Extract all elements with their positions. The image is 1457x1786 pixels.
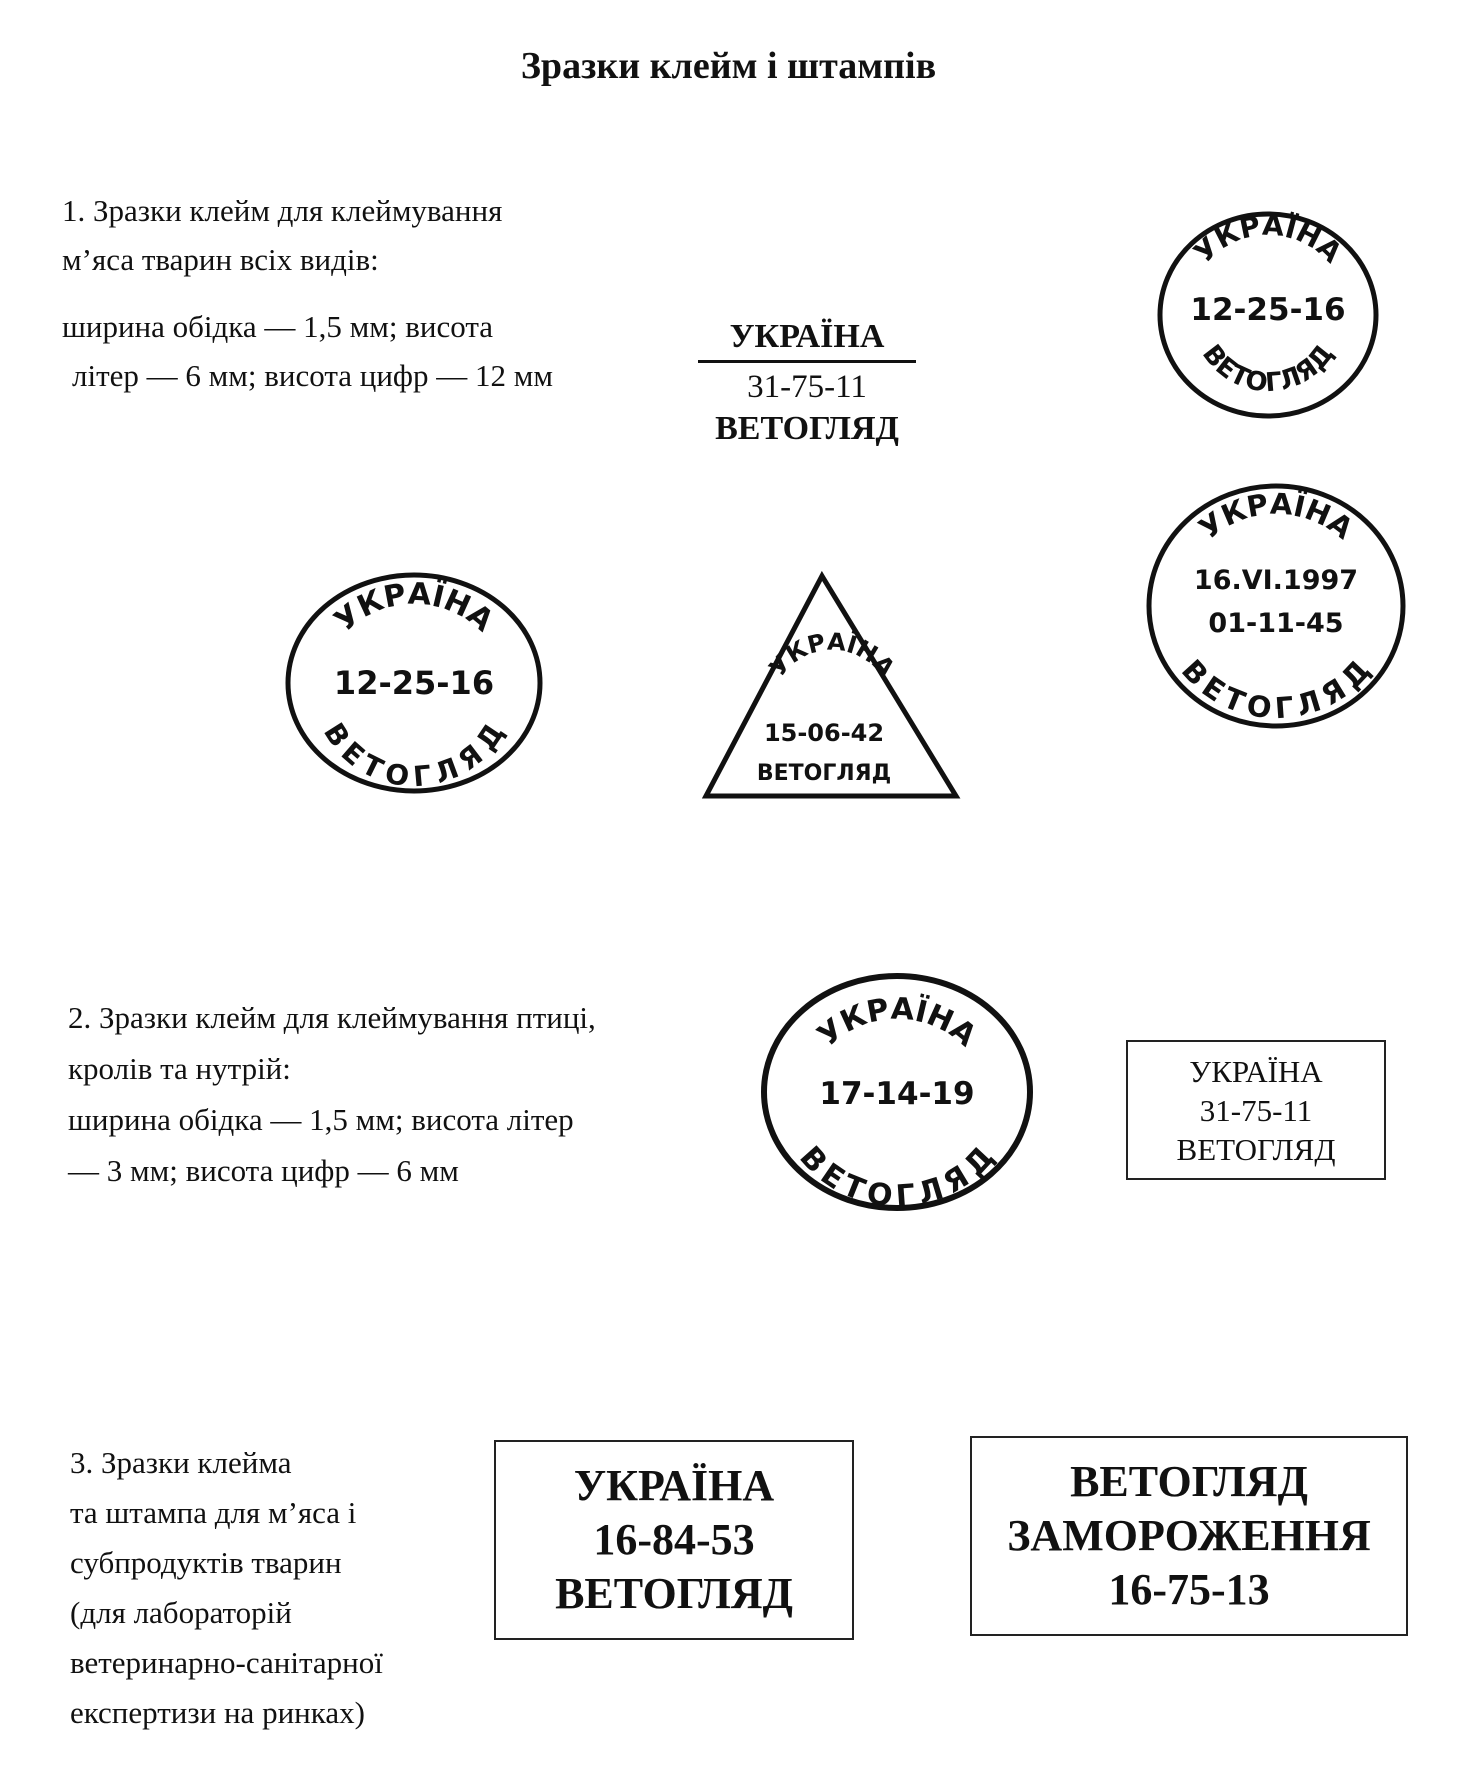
round-stamp-top-right: УКРАЇНА 12-25-16 ВЕТОГЛЯД [1157,209,1379,419]
section2-line: — 3 мм; висота цифр — 6 мм [68,1153,459,1188]
section3-line: експертизи на ринках) [70,1695,365,1730]
round-stamp-poultry: УКРАЇНА 17-14-19 ВЕТОГЛЯД [761,973,1033,1215]
section3-line: та штампа для м’яса і [70,1495,357,1530]
section1-spec-line: ширина обідка — 1,5 мм; висота [62,309,494,344]
stamp-border [1157,211,1379,419]
section1-heading-line: 1. Зразки клейм для клеймування [62,193,503,228]
section2-line: кролів та нутрій: [68,1051,291,1086]
stamp-arc-bottom: ВЕТОГЛЯД [1196,339,1340,399]
triangle-stamp: УКРАЇНА 15-06-42 ВЕТОГЛЯД [701,570,961,799]
fraction-bottom: ВЕТОГЛЯД [715,410,899,447]
rect-stamp-line: ВЕТОГЛЯД [555,1569,793,1618]
stamp-date: 16.VI.1997 [1194,565,1358,596]
stamp-arc-top: УКРАЇНА [811,992,983,1055]
stamp-border [1146,483,1406,729]
round-stamp-date: УКРАЇНА 16.VI.1997 01-11-45 ВЕТОГЛЯД [1146,483,1406,729]
rect-stamp-line: 16-84-53 [593,1515,755,1564]
stamp-border [285,572,543,794]
rect-stamp-frozen: ВЕТОГЛЯД ЗАМОРОЖЕННЯ 16-75-13 [970,1436,1408,1636]
section1-spec: ширина обідка — 1,5 мм; висота літер — 6… [62,302,553,400]
stamp-arc-bottom: ВЕТОГЛЯД [792,1140,1001,1215]
stamp-arc-top: УКРАЇНА [1187,209,1348,270]
section3-line: (для лабораторій [70,1595,292,1630]
fraction-top: УКРАЇНА [729,318,885,355]
rect-stamp-line: ЗАМОРОЖЕННЯ [1007,1511,1371,1560]
rect-stamp-line: 16-75-13 [1108,1565,1270,1614]
rect-stamp-poultry: УКРАЇНА 31-75-11 ВЕТОГЛЯД [1126,1040,1386,1180]
stamp-number: 01-11-45 [1208,608,1343,639]
section3-text: 3. Зразки клейма та штампа для м’яса і с… [70,1438,383,1738]
section1-spec-line: літер — 6 мм; висота цифр — 12 мм [72,358,553,393]
fraction-bar [698,360,916,363]
section3-line: ветеринарно-санітарної [70,1645,383,1680]
stamp-border [761,973,1033,1211]
fraction-stamp: УКРАЇНА 31-75-11 ВЕТОГЛЯД [698,318,916,448]
section1-heading: 1. Зразки клейм для клеймування м’яса тв… [62,186,502,284]
fraction-mid: 31-75-11 [747,369,867,405]
rect-stamp-meat: УКРАЇНА 16-84-53 ВЕТОГЛЯД [494,1440,854,1640]
stamp-number: 15-06-42 [764,719,884,747]
rect-stamp-line: УКРАЇНА [1189,1053,1323,1089]
stamp-arc-top: УКРАЇНА [1192,487,1359,546]
rect-stamp-line: УКРАЇНА [573,1461,775,1510]
stamp-arc-bottom: ВЕТОГЛЯД [317,717,511,793]
section3-line: субпродуктів тварин [70,1545,342,1580]
stamp-number: 12-25-16 [1190,292,1345,328]
oval-stamp-left: УКРАЇНА 12-25-16 ВЕТОГЛЯД [285,572,543,794]
section2-text: 2. Зразки клейм для клеймування птиці, к… [68,992,596,1196]
section2-line: 2. Зразки клейм для клеймування птиці, [68,1000,596,1035]
stamp-number: 17-14-19 [819,1076,974,1112]
stamp-arc-top: УКРАЇНА [764,628,901,683]
stamp-bottom: ВЕТОГЛЯД [757,761,891,786]
section2-line: ширина обідка — 1,5 мм; висота літер [68,1102,574,1137]
page-title: Зразки клейм і штампів [520,45,937,87]
stamp-arc-bottom: ВЕТОГЛЯД [1175,653,1377,725]
stamp-number: 12-25-16 [334,664,494,702]
rect-stamp-line: ВЕТОГЛЯД [1176,1131,1336,1167]
rect-stamp-line: ВЕТОГЛЯД [1070,1457,1308,1506]
rect-stamp-line: 31-75-11 [1199,1092,1313,1128]
stamp-border [701,570,961,799]
section1-heading-line: м’яса тварин всіх видів: [62,242,379,277]
section3-line: 3. Зразки клейма [70,1445,292,1480]
